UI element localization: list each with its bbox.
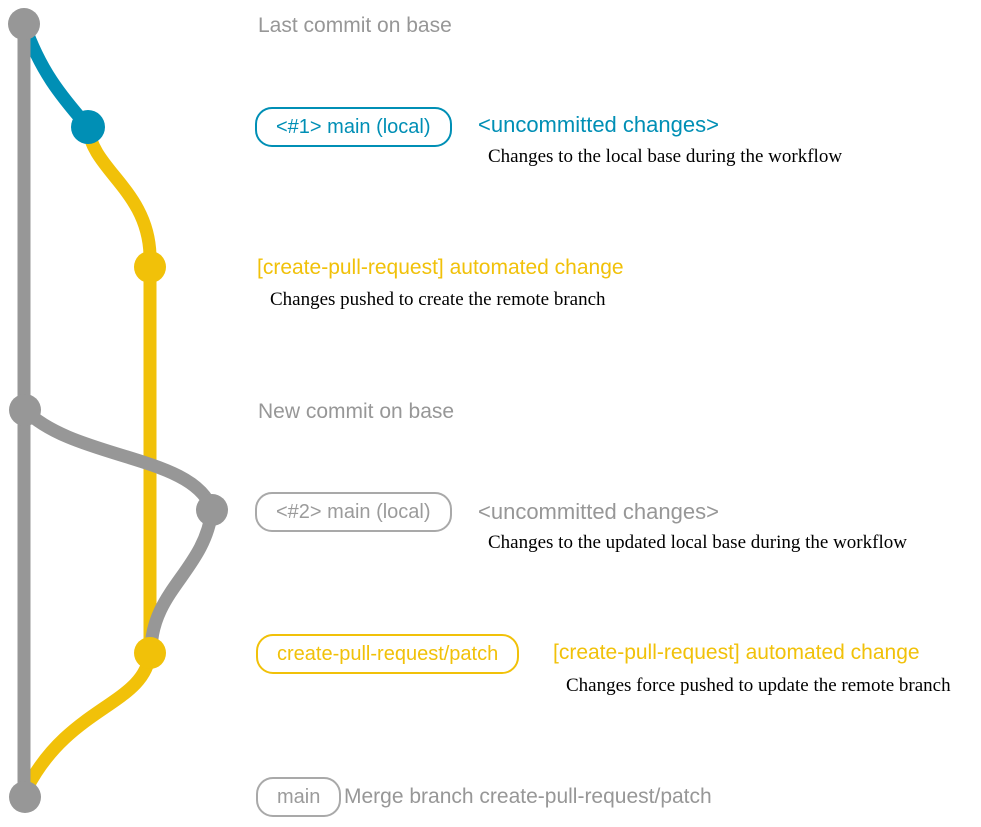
branch-line-create-pull-request: [81, 120, 157, 660]
commit-message-automated-change-2: [create-pull-request] automated change: [553, 641, 920, 664]
commit-message-merge-branch: Merge branch create-pull-request/patch: [344, 785, 712, 808]
description-changes-pushed: Changes pushed to create the remote bran…: [270, 289, 606, 310]
commit-dot-last-base: [8, 8, 40, 40]
commit-message-uncommitted-changes-1: <uncommitted changes>: [478, 112, 719, 137]
label-last-commit-on-base: Last commit on base: [258, 14, 452, 37]
merge-line-create-pull-request-into-main: [20, 646, 157, 795]
commit-dot-local-main-1: [71, 110, 105, 144]
commit-dot-automated-change-2: [134, 637, 166, 669]
branch-line-local-main: [17, 17, 95, 134]
commit-dot-merge: [9, 781, 41, 813]
commit-message-uncommitted-changes-2: <uncommitted changes>: [478, 499, 719, 524]
rebase-line-to-patch-branch: [144, 503, 219, 657]
description-updated-local-base-changes: Changes to the updated local base during…: [488, 532, 907, 553]
description-changes-force-pushed: Changes force pushed to update the remot…: [566, 675, 951, 696]
commit-dot-local-main-2: [196, 494, 228, 526]
branch-badge-create-pull-request-patch: create-pull-request/patch: [256, 634, 520, 674]
branch-badge-main-local-1: <#1> main (local): [255, 107, 452, 147]
commit-message-automated-change-1: [create-pull-request] automated change: [257, 256, 624, 279]
commit-dot-automated-change-1: [134, 251, 166, 283]
commit-dot-new-base: [9, 394, 41, 426]
branch-line-updated-local-main: [18, 403, 219, 517]
branch-badge-main: main: [256, 777, 342, 817]
branch-badge-main-local-2: <#2> main (local): [255, 492, 452, 532]
label-new-commit-on-base: New commit on base: [258, 400, 455, 423]
description-local-base-changes: Changes to the local base during the wor…: [488, 146, 843, 167]
